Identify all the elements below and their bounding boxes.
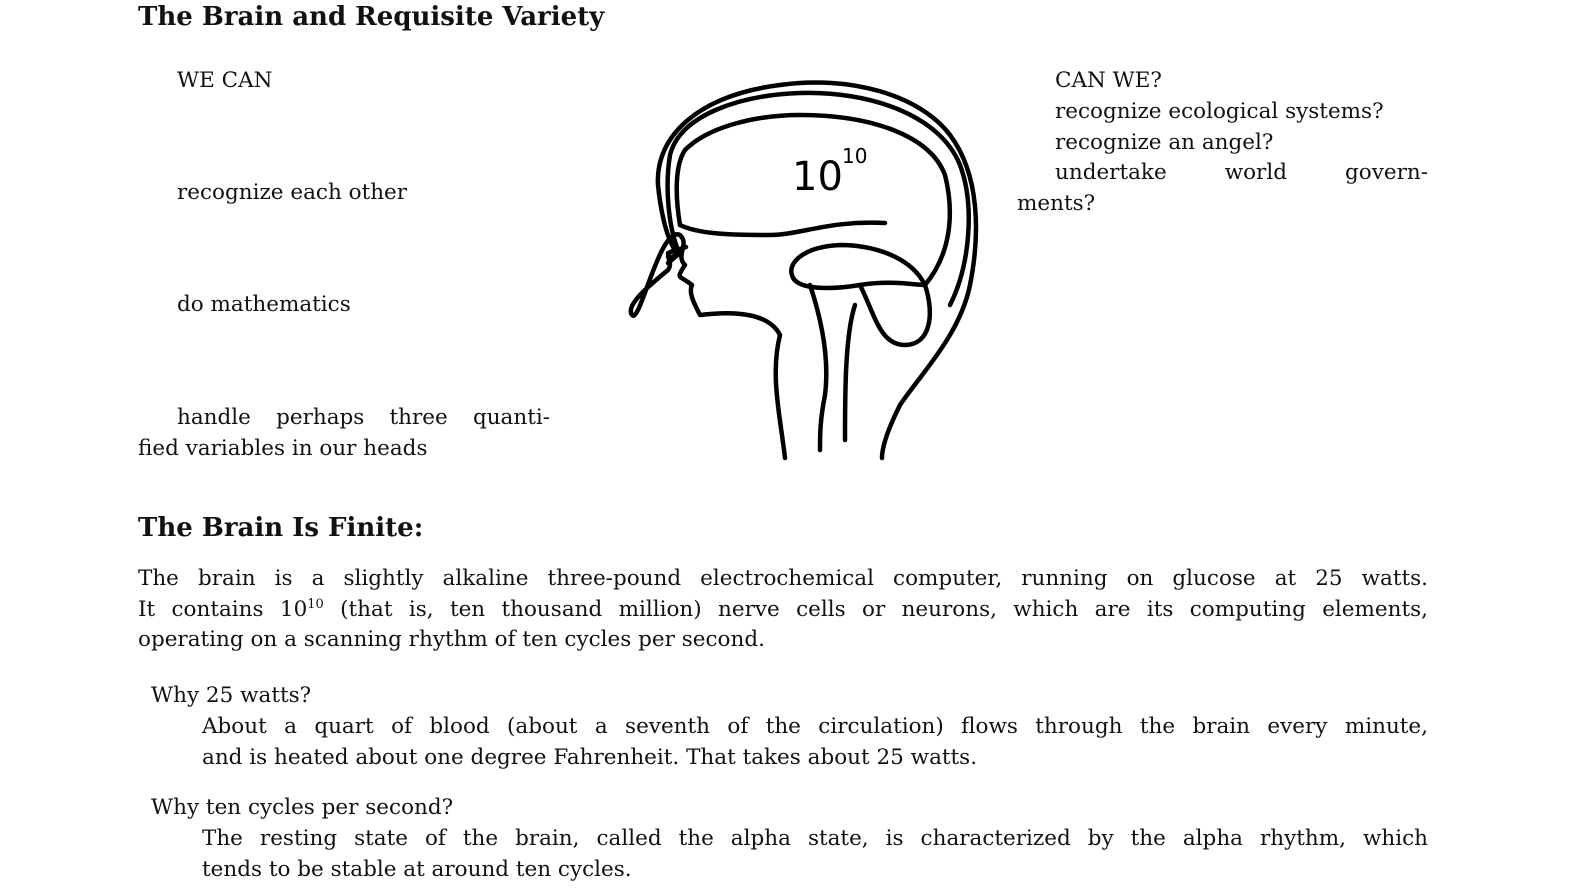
can-we-header: CAN WE?	[1055, 68, 1162, 93]
section-title-requisite-variety: The Brain and Requisite Variety	[138, 2, 605, 32]
answer-line: and is heated about one degree Fahrenhei…	[202, 745, 978, 770]
paragraph-line: operating on a scanning rhythm of ten cy…	[138, 627, 765, 652]
can-we-item: undertake world govern-	[1055, 160, 1428, 185]
can-we-item: recognize ecological systems?	[1055, 99, 1384, 124]
we-can-item: handle perhaps three quanti-	[177, 405, 550, 430]
paragraph-text: (that is, ten thousand million) nerve ce…	[323, 597, 1428, 622]
can-we-item: recognize an angel?	[1055, 130, 1274, 155]
section-title-brain-finite: The Brain Is Finite:	[138, 513, 424, 543]
question-ten-cycles: Why ten cycles per second?	[151, 795, 454, 820]
paragraph-line: The brain is a slightly alkaline three-p…	[138, 566, 1428, 591]
answer-line: About a quart of blood (about a seventh …	[202, 714, 1428, 739]
we-can-item: recognize each other	[177, 180, 408, 205]
paragraph-line: It contains 1010 (that is, ten thousand …	[138, 597, 1428, 622]
answer-line: The resting state of the brain, called t…	[202, 826, 1428, 851]
we-can-item: do mathematics	[177, 292, 351, 317]
we-can-item-cont: fied variables in our heads	[138, 436, 428, 461]
neuron-count-exponent: 10	[842, 144, 867, 168]
question-25-watts: Why 25 watts?	[151, 683, 312, 708]
we-can-header: WE CAN	[177, 68, 273, 93]
brain-head-illustration: 10 10	[628, 80, 979, 461]
can-we-item-cont: ments?	[1017, 191, 1096, 216]
answer-line: tends to be stable at around ten cycles.	[202, 857, 632, 882]
neuron-count-label: 10	[792, 154, 843, 200]
paragraph-text: It contains 10	[138, 597, 308, 622]
exponent: 10	[307, 596, 324, 612]
